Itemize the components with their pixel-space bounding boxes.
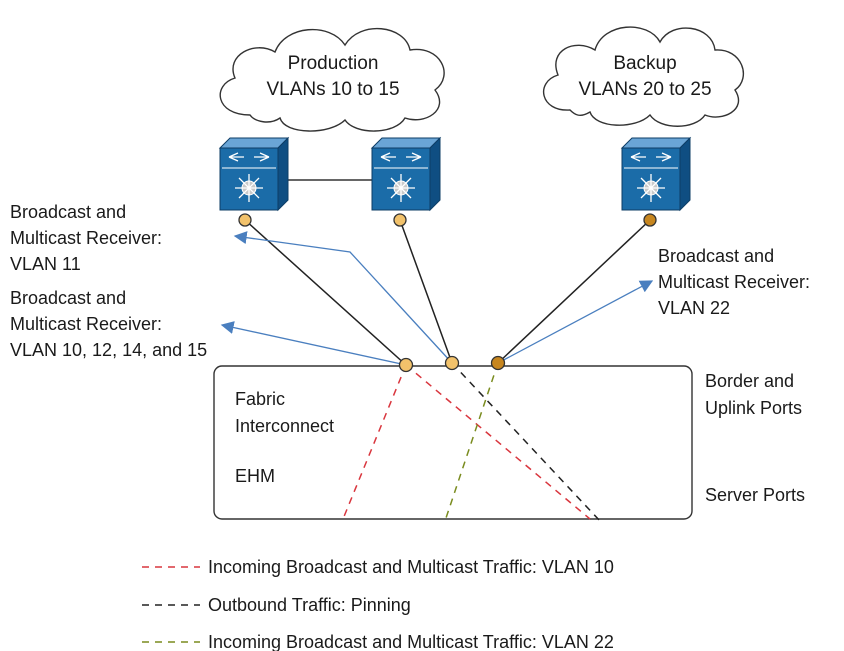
server-ports-label: Server Ports bbox=[705, 485, 805, 505]
traffic-vlan22 bbox=[444, 362, 499, 522]
legend-label-outbound: Outbound Traffic: Pinning bbox=[208, 595, 411, 615]
traffic-outbound-pinning bbox=[451, 362, 601, 522]
receiver-label-vlan10: Broadcast and Multicast Receiver: VLAN 1… bbox=[10, 288, 207, 360]
traffic-vlan10-down bbox=[342, 364, 407, 520]
production-cloud-title: Production bbox=[288, 53, 379, 74]
receiver-vlan10-line1: Broadcast and bbox=[10, 288, 126, 308]
receiver-label-vlan11: Broadcast and Multicast Receiver: VLAN 1… bbox=[10, 202, 162, 274]
receiver-vlan22-line3: VLAN 22 bbox=[658, 298, 730, 318]
uplink-switch2 bbox=[399, 219, 453, 364]
border-port bbox=[398, 357, 414, 373]
border-port bbox=[490, 355, 506, 371]
backup-cloud-title: Backup bbox=[613, 53, 676, 74]
production-cloud-vlans: VLANs 10 to 15 bbox=[266, 79, 399, 100]
switch-icon bbox=[370, 136, 442, 227]
receiver-vlan11-line3: VLAN 11 bbox=[10, 254, 81, 274]
backup-cloud: Backup VLANs 20 to 25 bbox=[542, 26, 745, 127]
receiver-arrow-vlan22 bbox=[497, 280, 654, 364]
legend-label-vlan22: Incoming Broadcast and Multicast Traffic… bbox=[208, 632, 614, 651]
fabric-interconnect-box bbox=[213, 365, 693, 520]
receiver-vlan11-line2: Multicast Receiver: bbox=[10, 228, 162, 248]
uplink-switch3 bbox=[497, 219, 651, 364]
border-port bbox=[444, 355, 460, 371]
switch-port bbox=[238, 213, 252, 227]
switch-icon bbox=[218, 136, 290, 227]
switch-port bbox=[393, 213, 407, 227]
legend-label-vlan10: Incoming Broadcast and Multicast Traffic… bbox=[208, 557, 614, 577]
legend: Incoming Broadcast and Multicast Traffic… bbox=[142, 557, 614, 651]
switch-icon bbox=[620, 136, 692, 227]
receiver-vlan22-line1: Broadcast and bbox=[658, 246, 774, 266]
receiver-vlan10-line3: VLAN 10, 12, 14, and 15 bbox=[10, 340, 207, 360]
receiver-vlan10-line2: Multicast Receiver: bbox=[10, 314, 162, 334]
receiver-arrow-vlan11 bbox=[233, 231, 453, 364]
receiver-vlan11-line1: Broadcast and bbox=[10, 202, 126, 222]
switch-port bbox=[643, 213, 657, 227]
border-ports-label-line2: Uplink Ports bbox=[705, 398, 802, 418]
receiver-arrow-vlan10 bbox=[220, 321, 407, 366]
uplink-switch1 bbox=[244, 219, 407, 366]
receiver-vlan22-line2: Multicast Receiver: bbox=[658, 272, 810, 292]
receiver-label-vlan22: Broadcast and Multicast Receiver: VLAN 2… bbox=[658, 246, 810, 318]
traffic-vlan10-server bbox=[405, 364, 591, 520]
border-ports-label-line1: Border and bbox=[705, 371, 794, 391]
fabric-label-line1: Fabric bbox=[235, 389, 285, 409]
fabric-mode-label: EHM bbox=[235, 466, 275, 486]
fabric-label-line2: Interconnect bbox=[235, 416, 334, 436]
backup-cloud-vlans: VLANs 20 to 25 bbox=[578, 79, 711, 100]
production-cloud: Production VLANs 10 to 15 bbox=[219, 28, 445, 132]
